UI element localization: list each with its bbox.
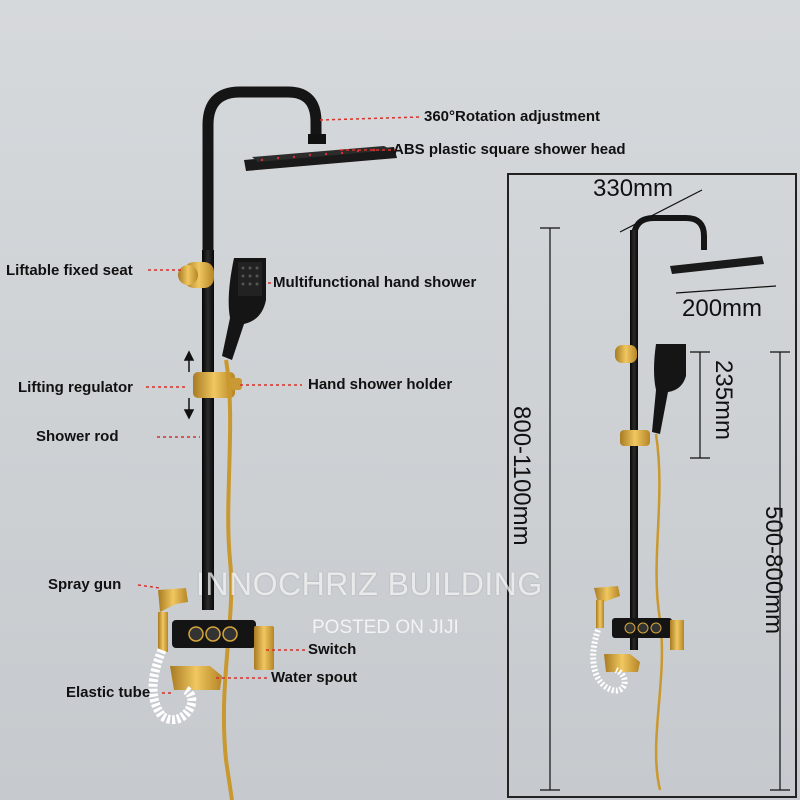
shower-head	[244, 147, 397, 171]
dimension-inset-frame	[507, 173, 797, 798]
head-diagonal-dimension: 330mm	[593, 175, 674, 202]
overhead-arm	[202, 86, 322, 261]
dimension-lines	[540, 189, 790, 791]
fixed-seat-label: Liftable fixed seat	[6, 262, 133, 279]
water-spout	[170, 666, 222, 690]
hand-shower-label: Multifunctional hand shower	[273, 274, 477, 291]
shower-rod	[202, 250, 214, 610]
hand-shower-height-dimension: 235mm	[710, 360, 737, 441]
inset-shower	[590, 215, 764, 791]
spray-gun-label: Spray gun	[48, 576, 122, 593]
elastic-tube	[148, 648, 197, 725]
lifting-regulator-label: Lifting regulator	[18, 379, 133, 396]
rod-height-dimension: 800-1100mm	[508, 406, 535, 546]
holder-label: Hand shower holder	[308, 376, 453, 393]
watermark-brand: INNOCHRIZ BUILDING	[196, 566, 543, 602]
hose	[221, 359, 234, 800]
rotation-label: 360°Rotation adjustment	[424, 108, 601, 125]
callout-lines	[137, 116, 421, 694]
switch-label: Switch	[308, 641, 357, 658]
holder-height-dimension: 500-800mm	[760, 506, 787, 635]
water-spout-label: Water spout	[271, 669, 358, 686]
head-side-dimension: 200mm	[682, 295, 763, 322]
switch	[254, 626, 274, 670]
head-nozzle-dots	[260, 148, 376, 162]
watermark-posted: POSTED ON JIJI	[312, 617, 459, 638]
elastic-tube-label: Elastic tube	[66, 684, 151, 701]
shower-head-label: ABS plastic square shower head	[393, 141, 626, 158]
lift-arrows-icon	[183, 350, 195, 420]
rod-label: Shower rod	[36, 428, 119, 445]
spray-gun	[158, 588, 188, 612]
hand-shower-holder	[193, 372, 235, 398]
main-shower	[148, 86, 397, 800]
